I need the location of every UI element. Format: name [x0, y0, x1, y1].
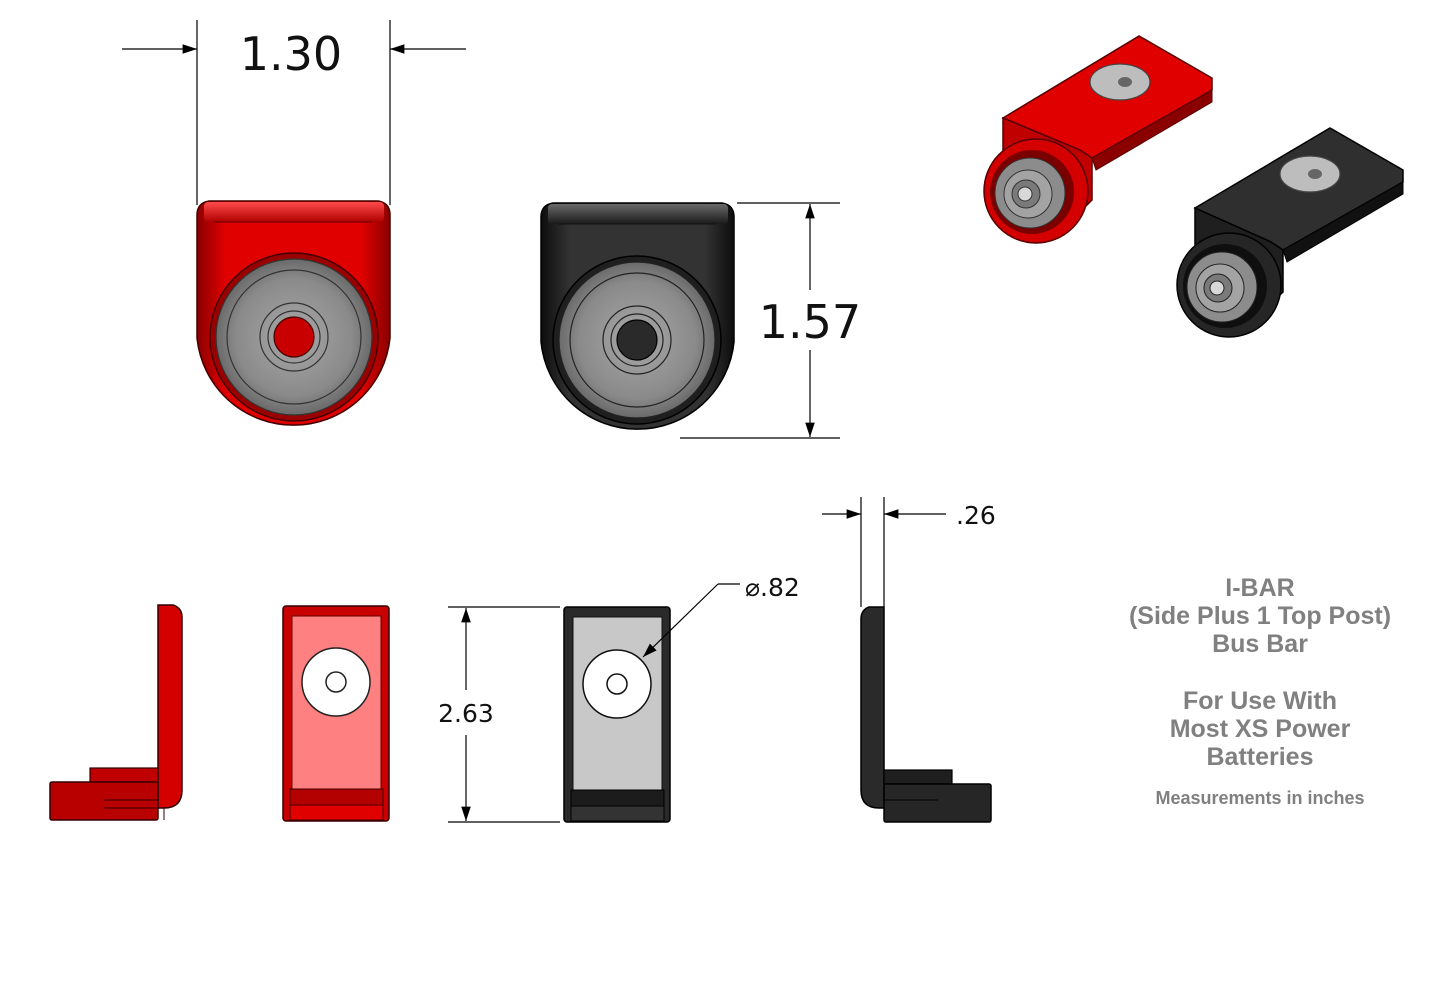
usage-line-3: Batteries [1206, 743, 1314, 771]
black-front-view [540, 202, 735, 430]
usage-line-2: Most XS Power [1169, 715, 1351, 743]
units-note: Measurements in inches [1155, 788, 1365, 808]
red-side-view [49, 604, 183, 821]
product-info: I-BAR (Side Plus 1 Top Post) Bus Bar For… [1090, 574, 1430, 809]
red-isometric-view [983, 35, 1213, 244]
dim-width-label: 1.30 [240, 27, 342, 81]
black-isometric-view [1176, 127, 1404, 338]
usage-line-1: For Use With [1183, 687, 1337, 715]
product-type: Bus Bar [1212, 630, 1308, 658]
product-subtitle: (Side Plus 1 Top Post) [1128, 602, 1392, 630]
red-front-view [196, 200, 391, 426]
dimension-hole: ⌀.82 [642, 573, 800, 658]
dim-thickness-label: .26 [956, 501, 996, 530]
dimension-length: 2.63 [438, 606, 560, 823]
red-top-view [282, 605, 390, 822]
dimension-width: 1.30 [122, 20, 466, 205]
black-top-view [563, 606, 671, 823]
black-side-view [860, 606, 992, 823]
dim-hole-label: ⌀.82 [745, 573, 800, 602]
dim-height-label: 1.57 [759, 295, 861, 349]
product-name: I-BAR [1225, 574, 1295, 602]
dimension-thickness: .26 [822, 497, 996, 607]
dimension-height: 1.57 [680, 202, 861, 439]
dim-length-label: 2.63 [438, 699, 494, 728]
